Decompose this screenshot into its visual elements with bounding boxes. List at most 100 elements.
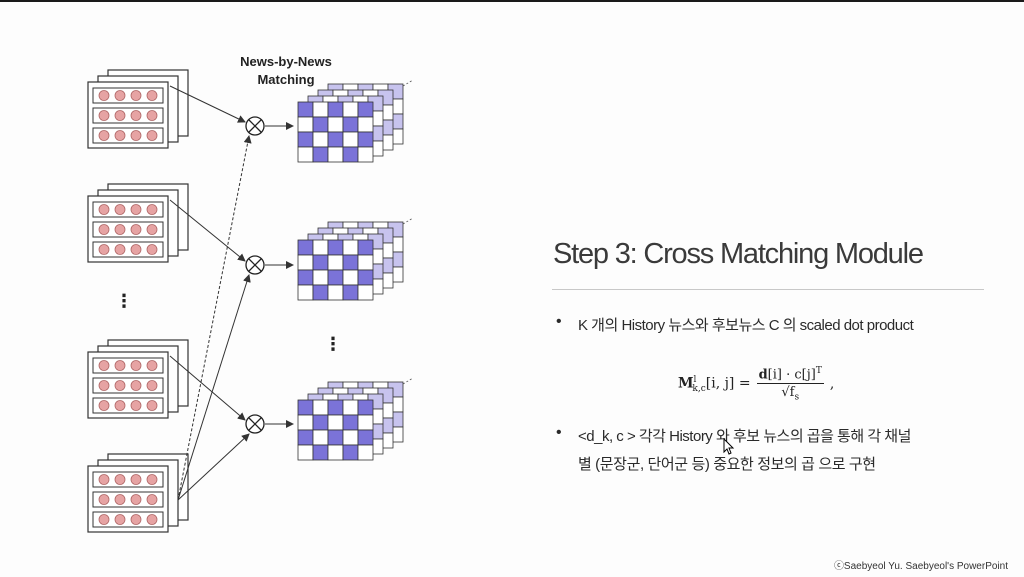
word-dot — [130, 204, 142, 215]
matrix-cell — [312, 146, 329, 163]
word-dot — [98, 204, 110, 215]
matrix-cell — [297, 399, 314, 416]
window-top-strip — [0, 0, 1024, 2]
news-row — [92, 511, 164, 528]
slide-title: Step 3: Cross Matching Module — [553, 238, 924, 270]
title-divider — [552, 289, 984, 290]
bullet-marker-2: • — [556, 424, 562, 441]
news-row — [92, 87, 164, 104]
matching-operators — [245, 116, 265, 434]
word-dot — [98, 110, 110, 121]
matrix-cell — [327, 131, 344, 148]
matrix-cell — [357, 239, 374, 256]
word-dot — [98, 380, 110, 391]
word-dot — [114, 90, 126, 101]
matrix-cell — [297, 444, 314, 461]
matrix-cell — [327, 429, 344, 446]
arrow-line — [169, 355, 246, 421]
word-dot — [114, 380, 126, 391]
matrix-cell — [312, 414, 329, 431]
word-dot — [130, 224, 142, 235]
news-row — [92, 491, 164, 508]
matrix-cell — [342, 284, 359, 301]
matrix-cell — [342, 254, 359, 271]
matrix-cell — [312, 254, 329, 271]
word-dot — [146, 400, 158, 411]
matching-matrix-1 — [297, 217, 414, 301]
word-dot — [114, 244, 126, 255]
bullet-2-text-line2: 별 (문장군, 단어군 등) 중요한 정보의 곱 으로 구현 — [578, 456, 876, 473]
word-dot — [146, 90, 158, 101]
matrix-cell — [342, 116, 359, 133]
word-dot — [114, 400, 126, 411]
matrix-cell — [312, 269, 329, 286]
word-dot — [130, 400, 142, 411]
word-dot — [130, 494, 142, 505]
matrix-cell — [312, 429, 329, 446]
bullet-1-text: K 개의 History 뉴스와 후보뉴스 C 의 scaled dot pro… — [578, 317, 914, 334]
news-row — [92, 241, 164, 258]
matrix-cell — [312, 239, 329, 256]
word-dot — [130, 110, 142, 121]
matrix-cell — [357, 146, 374, 163]
matrix-cell — [357, 444, 374, 461]
diagram-label-line2: Matching — [257, 72, 314, 87]
matrix-cell — [357, 131, 374, 148]
matrix-cell — [357, 429, 374, 446]
matrix-cell — [357, 414, 374, 431]
arrow-line — [177, 274, 251, 501]
news-row — [92, 107, 164, 124]
cross-stroke — [248, 417, 262, 431]
matrix-cell — [327, 269, 344, 286]
matrix-cell — [297, 131, 314, 148]
matrix-cell — [312, 399, 329, 416]
matrix-cell — [327, 414, 344, 431]
news-row — [92, 357, 164, 374]
news-stack-2 — [87, 339, 189, 419]
word-dot — [114, 130, 126, 141]
word-dot — [98, 90, 110, 101]
matching-matrices — [297, 79, 414, 461]
word-dot — [146, 474, 158, 485]
depth-dash — [402, 217, 414, 225]
word-dot — [146, 514, 158, 525]
matrix-cell — [357, 399, 374, 416]
matrix-cell — [312, 444, 329, 461]
word-dot — [114, 360, 126, 371]
matrix-cell — [327, 239, 344, 256]
left-ellipsis: ⋮ — [115, 291, 133, 312]
cross-stroke — [248, 119, 262, 133]
matrix-cell — [327, 399, 344, 416]
news-stack-3 — [87, 453, 189, 533]
matrix-cell — [342, 414, 359, 431]
word-dot — [114, 494, 126, 505]
word-dot — [114, 514, 126, 525]
cross-matching-diagram: News-by-News Matching ⋮ ⋮ — [87, 54, 414, 533]
word-dot — [98, 494, 110, 505]
news-row — [92, 471, 164, 488]
arrow-line — [177, 433, 250, 501]
cross-stroke — [248, 258, 262, 272]
matrix-cell — [357, 284, 374, 301]
matrix-cell — [297, 429, 314, 446]
history-news-stacks — [87, 69, 189, 533]
word-dot — [146, 360, 158, 371]
matrix-cell — [327, 146, 344, 163]
word-dot — [114, 474, 126, 485]
formula-comma: , — [829, 376, 835, 393]
matrix-cell — [357, 101, 374, 118]
word-dot — [98, 224, 110, 235]
matrix-cell — [342, 131, 359, 148]
matching-matrix-2 — [297, 377, 414, 461]
word-dot — [146, 130, 158, 141]
word-dot — [114, 204, 126, 215]
news-row — [92, 201, 164, 218]
word-dot — [146, 380, 158, 391]
matrix-cell — [342, 429, 359, 446]
matrix-cell — [342, 146, 359, 163]
matrix-cell — [342, 269, 359, 286]
word-dot — [130, 474, 142, 485]
matrix-cell — [297, 254, 314, 271]
news-stack-1 — [87, 183, 189, 263]
word-dot — [146, 244, 158, 255]
